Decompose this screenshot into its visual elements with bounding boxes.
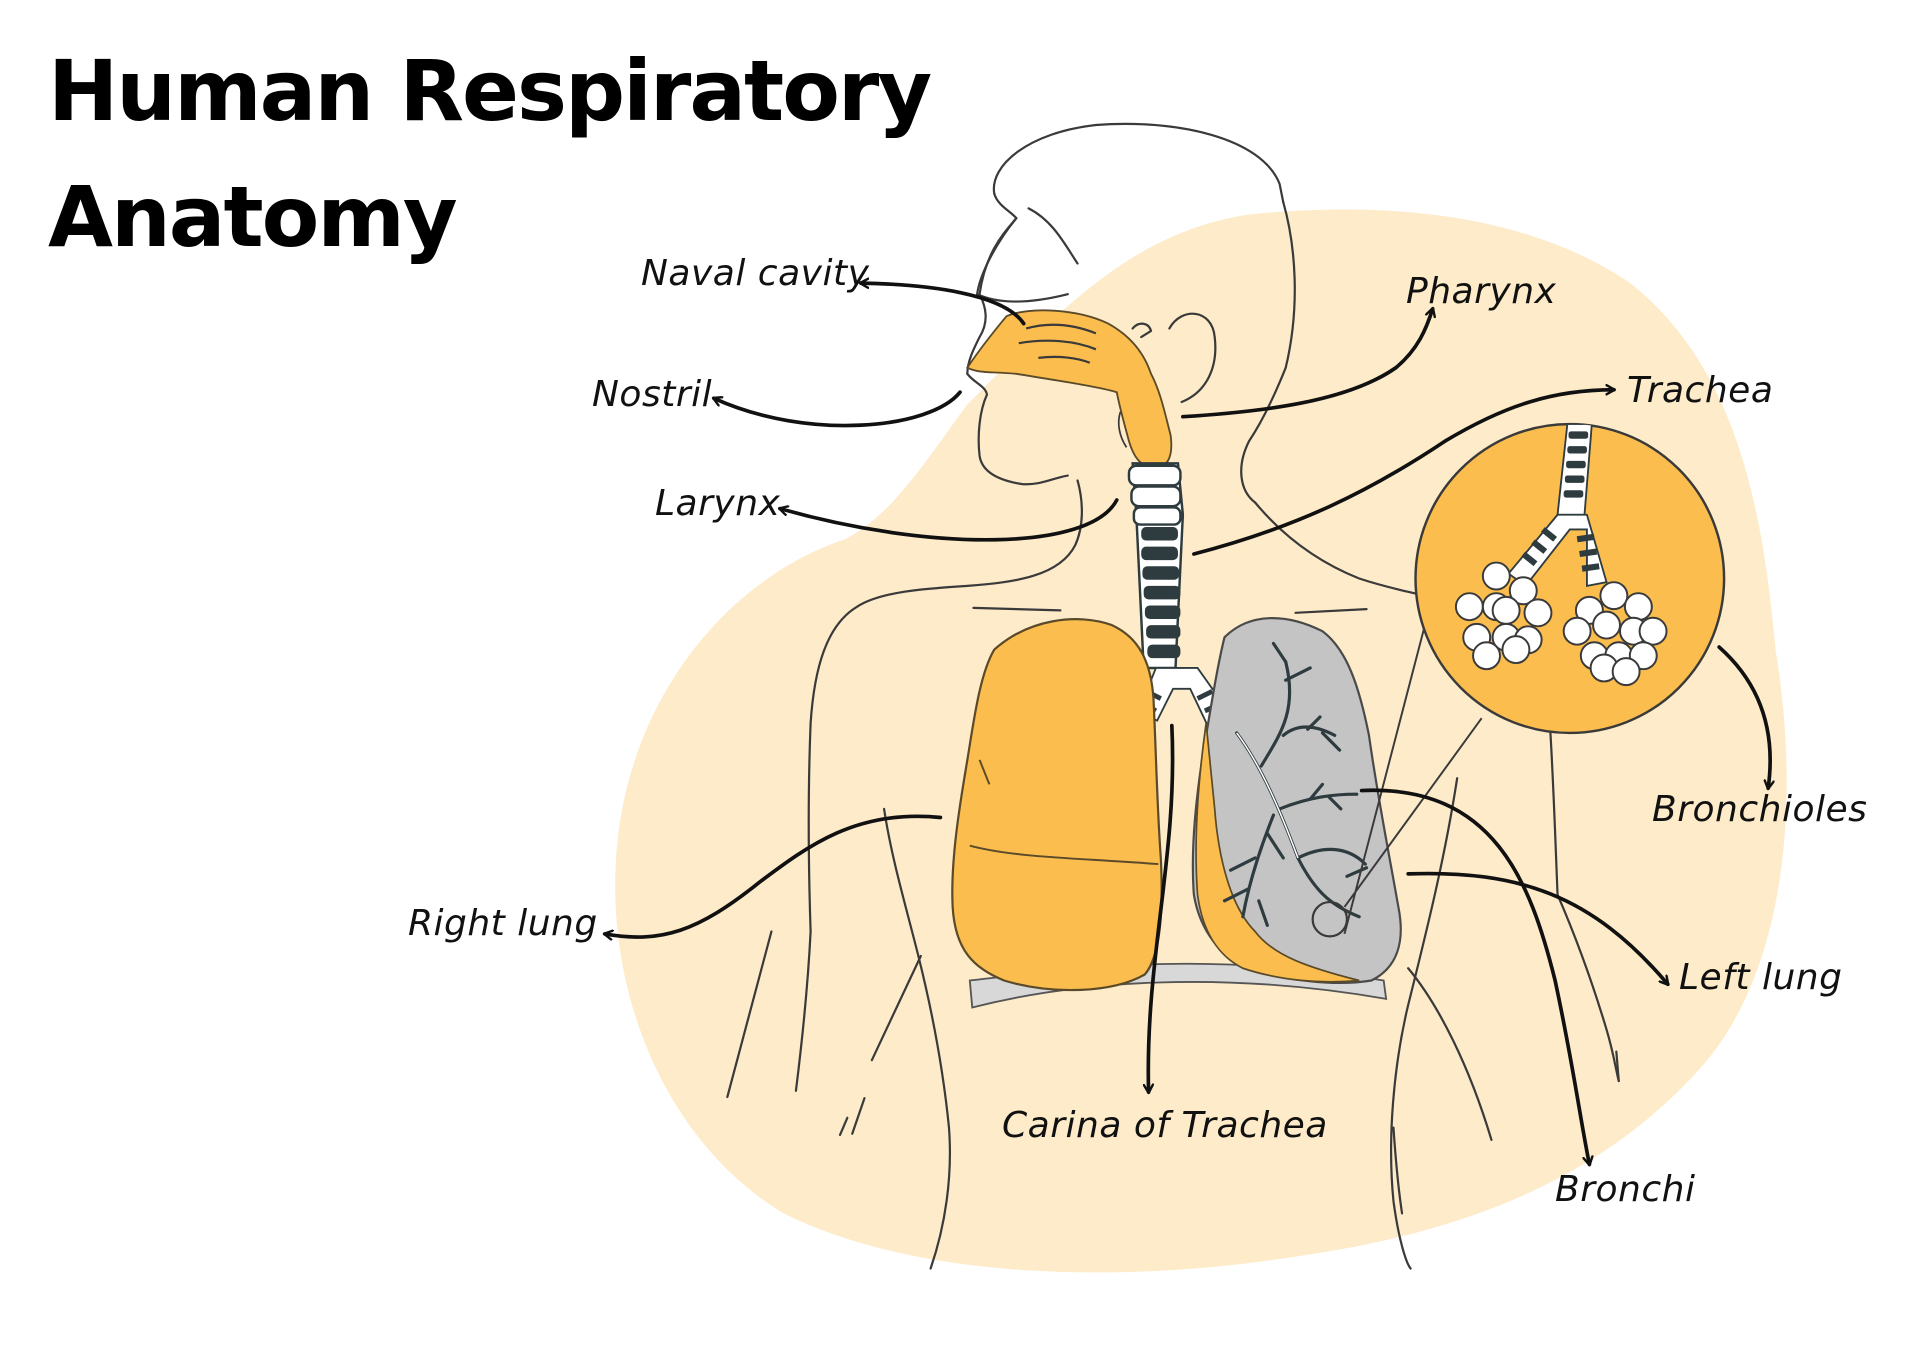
arrow-carina (1148, 723, 1175, 1092)
arrow-bronchioles (1717, 645, 1770, 788)
label-right-lung: Right lung (408, 903, 598, 944)
zoom-leader-lines (1343, 618, 1483, 935)
title-line-1: Human Respiratory (48, 42, 932, 140)
label-bronchioles: Bronchioles (1652, 789, 1868, 830)
right-lung (951, 618, 1163, 992)
page-title: Human Respiratory Anatomy (48, 28, 932, 280)
label-pharynx: Pharynx (1406, 271, 1557, 312)
label-nostril: Nostril (592, 374, 713, 415)
bronchioles-zoom (1414, 422, 1726, 735)
arrow-larynx (780, 498, 1119, 542)
arrow-nostril (714, 390, 962, 428)
body-outline (726, 122, 1620, 1270)
label-trachea: Trachea (1627, 370, 1774, 411)
label-carina-of-trachea: Carina of Trachea (1002, 1105, 1328, 1146)
arrow-left-lung (1406, 871, 1670, 985)
callout-arrows (605, 283, 1770, 1164)
title-line-2: Anatomy (48, 168, 458, 266)
arrow-bronchi (1359, 788, 1590, 1164)
left-lung (1191, 616, 1402, 985)
arrow-trachea (1192, 390, 1614, 556)
label-larynx: Larynx (655, 483, 781, 524)
arrow-pharynx (1181, 309, 1433, 419)
arrow-right-lung (605, 814, 943, 937)
label-naval-cavity: Naval cavity (641, 253, 870, 294)
label-bronchi: Bronchi (1555, 1169, 1696, 1210)
nasal-cavity (966, 309, 1173, 470)
arrow-naval-cavity (861, 283, 1026, 326)
label-left-lung: Left lung (1679, 957, 1843, 998)
